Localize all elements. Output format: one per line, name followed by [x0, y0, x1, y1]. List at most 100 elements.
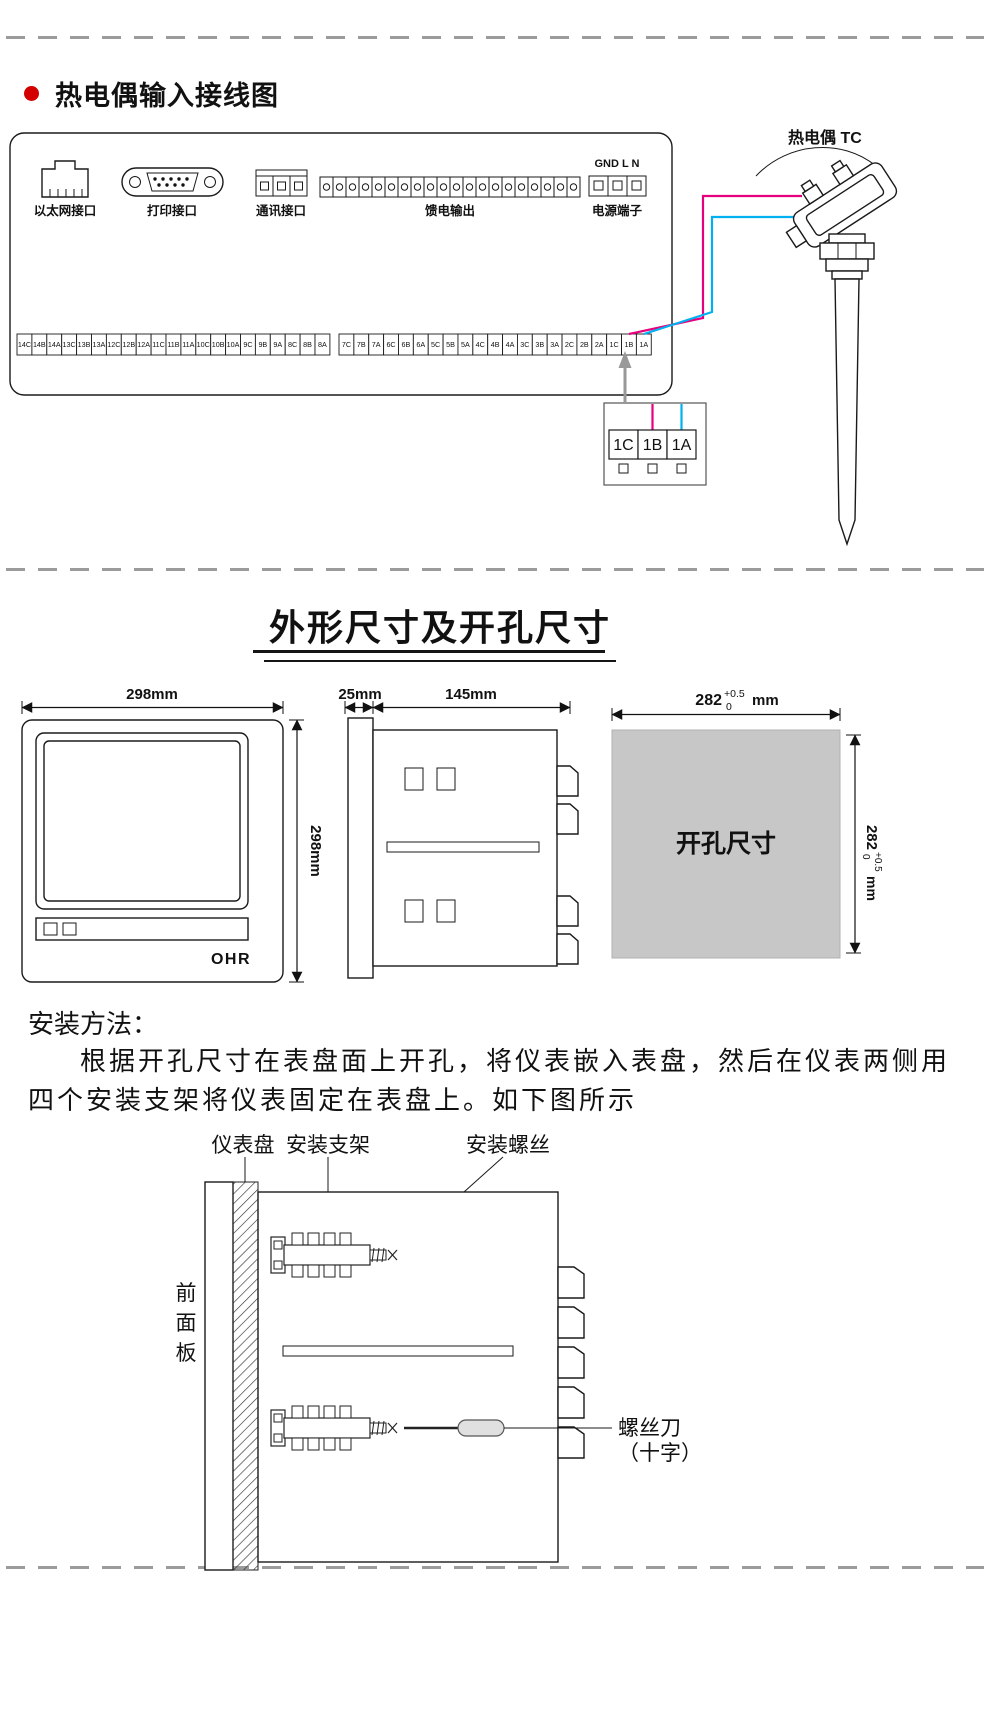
cutout-view: 282 +0.5 0 mm 开孔尺寸 282 +0.5 0 mm [611, 688, 883, 959]
body-tab [557, 1306, 585, 1339]
feed-terminal-screw [387, 183, 396, 191]
feed-output-label: 馈电输出 [425, 203, 475, 218]
terminal-cell-label: 11A [182, 340, 194, 349]
side-body-dim: 145mm [445, 686, 497, 703]
cutout-tol-minus: 0 [726, 701, 732, 713]
terminal-cell-label: 13C [63, 340, 76, 349]
terminal-cell-label: 10C [197, 340, 210, 349]
feed-terminal-cell [345, 176, 360, 198]
terminal-cell-label: 10B [212, 340, 225, 349]
feed-terminal-cell [475, 176, 490, 198]
side-slot [386, 841, 540, 853]
feed-terminal-screw [400, 183, 409, 191]
terminal-cell-label: 11C [152, 340, 165, 349]
feed-terminal-screw [335, 183, 344, 191]
thermocouple-probe [834, 278, 860, 547]
feed-terminal-cell [332, 176, 347, 198]
zoom-terminal-cell [608, 429, 639, 460]
terminal-cell-label: 4C [476, 340, 485, 349]
terminal-cell-label: 14C [18, 340, 31, 349]
front-screen-bezel [35, 732, 249, 910]
terminal-cell-label: 8B [303, 340, 312, 349]
terminal-cell-label: 7A [372, 340, 381, 349]
terminal-cell-label: 13B [78, 340, 91, 349]
body-slot [282, 1345, 514, 1357]
zoom-terminal-screw [676, 463, 687, 474]
feed-terminal-cell [462, 176, 477, 198]
front-panel-label-char: 前 [176, 1281, 197, 1305]
feed-terminal-cell [384, 176, 399, 198]
feed-terminal-cell [501, 176, 516, 198]
feed-terminal-cell [553, 176, 568, 198]
thermocouple-wiring-diagram: 以太网接口 打印接口 通讯接口 馈电输出 GND L N 电 [9, 128, 898, 547]
feed-terminal-screw [426, 183, 435, 191]
feed-terminal-cell [540, 176, 555, 198]
red-bullet-icon [24, 86, 39, 101]
front-key-strip [35, 917, 249, 941]
terminal-cell-label: 4B [491, 340, 500, 349]
zoom-terminal-screw [647, 463, 658, 474]
terminal-cell-label: 12A [137, 340, 150, 349]
title-underline-shadow [264, 660, 616, 662]
terminal-cell-label: 1C [609, 340, 618, 349]
cutout-square [611, 729, 841, 959]
side-bezel-dim: 25mm [338, 686, 381, 703]
ethernet-port-label: 以太网接口 [34, 203, 97, 218]
side-tab [556, 803, 579, 835]
feed-terminal-screw [374, 183, 383, 191]
side-view: 25mm 145mm [338, 686, 579, 979]
brand-logo: OHR [211, 951, 251, 968]
feed-terminal-cell [527, 176, 542, 198]
zoom-arrow-head [618, 351, 632, 368]
feed-terminal-screw [491, 183, 500, 191]
front-screen [43, 740, 241, 902]
cutout-tol-plus: +0.5 [724, 688, 745, 700]
terminal-cell-label: 14A [48, 340, 61, 349]
install-paragraph: 根据开孔尺寸在表盘面上开孔，将仪表嵌入表盘，然后在仪表两侧用四个安装支架将仪表固… [28, 1047, 951, 1115]
comm-port-label: 通讯接口 [256, 203, 306, 218]
cutout-width-value: 282 [695, 692, 722, 709]
terminal-cell-label: 11B [167, 340, 179, 349]
screwdriver-label: 螺丝刀 [618, 1416, 681, 1440]
terminal-cell-label: 7B [357, 340, 366, 349]
terminal-cell-label: 9B [258, 340, 267, 349]
bracket-label: 安装支架 [286, 1133, 370, 1157]
terminal-cell-label: 2A [595, 340, 604, 349]
front-panel-bar [204, 1181, 234, 1571]
terminal-cell-label: 10A [227, 340, 240, 349]
feed-terminal-cell [514, 176, 529, 198]
feed-terminal-screw [322, 183, 331, 191]
wiring-section-title: 热电偶输入接线图 [55, 81, 279, 111]
terminal-cell-label: 2C [565, 340, 574, 349]
feed-terminal-screw [348, 183, 357, 191]
feed-terminal-screw [439, 183, 448, 191]
terminal-cell [635, 333, 652, 356]
feed-terminal-screw [543, 183, 552, 191]
terminal-cell-label: 3A [550, 340, 559, 349]
comm-port-icon [255, 169, 308, 197]
printer-port-label: 打印接口 [147, 203, 197, 218]
dimension-views-diagram: 298mm OHR 298mm 25mm 145mm [21, 686, 883, 983]
feed-terminal-screw [504, 183, 513, 191]
body-tab [557, 1266, 585, 1299]
terminal-cell-label: 4A [506, 340, 515, 349]
terminal-cell-label: 14B [33, 340, 46, 349]
zoom-terminal-label: 1A [672, 437, 692, 454]
terminal-cell [314, 333, 331, 356]
feed-terminal-screw [530, 183, 539, 191]
front-height-dim: 298mm [307, 825, 324, 877]
terminal-cell-label: 8C [288, 340, 297, 349]
screwdriver-type-label: （十字） [618, 1441, 702, 1465]
svg-text:282: 282 [863, 825, 880, 850]
feed-terminal-screw [361, 183, 370, 191]
svg-text:mm: mm [864, 876, 880, 901]
cutout-unit: mm [752, 692, 779, 709]
zoom-terminal-screw [618, 463, 629, 474]
device-rear-panel-outline [9, 132, 673, 396]
feed-terminal-cell [358, 176, 373, 198]
feed-terminal-cell [449, 176, 464, 198]
body-tab [557, 1386, 585, 1419]
